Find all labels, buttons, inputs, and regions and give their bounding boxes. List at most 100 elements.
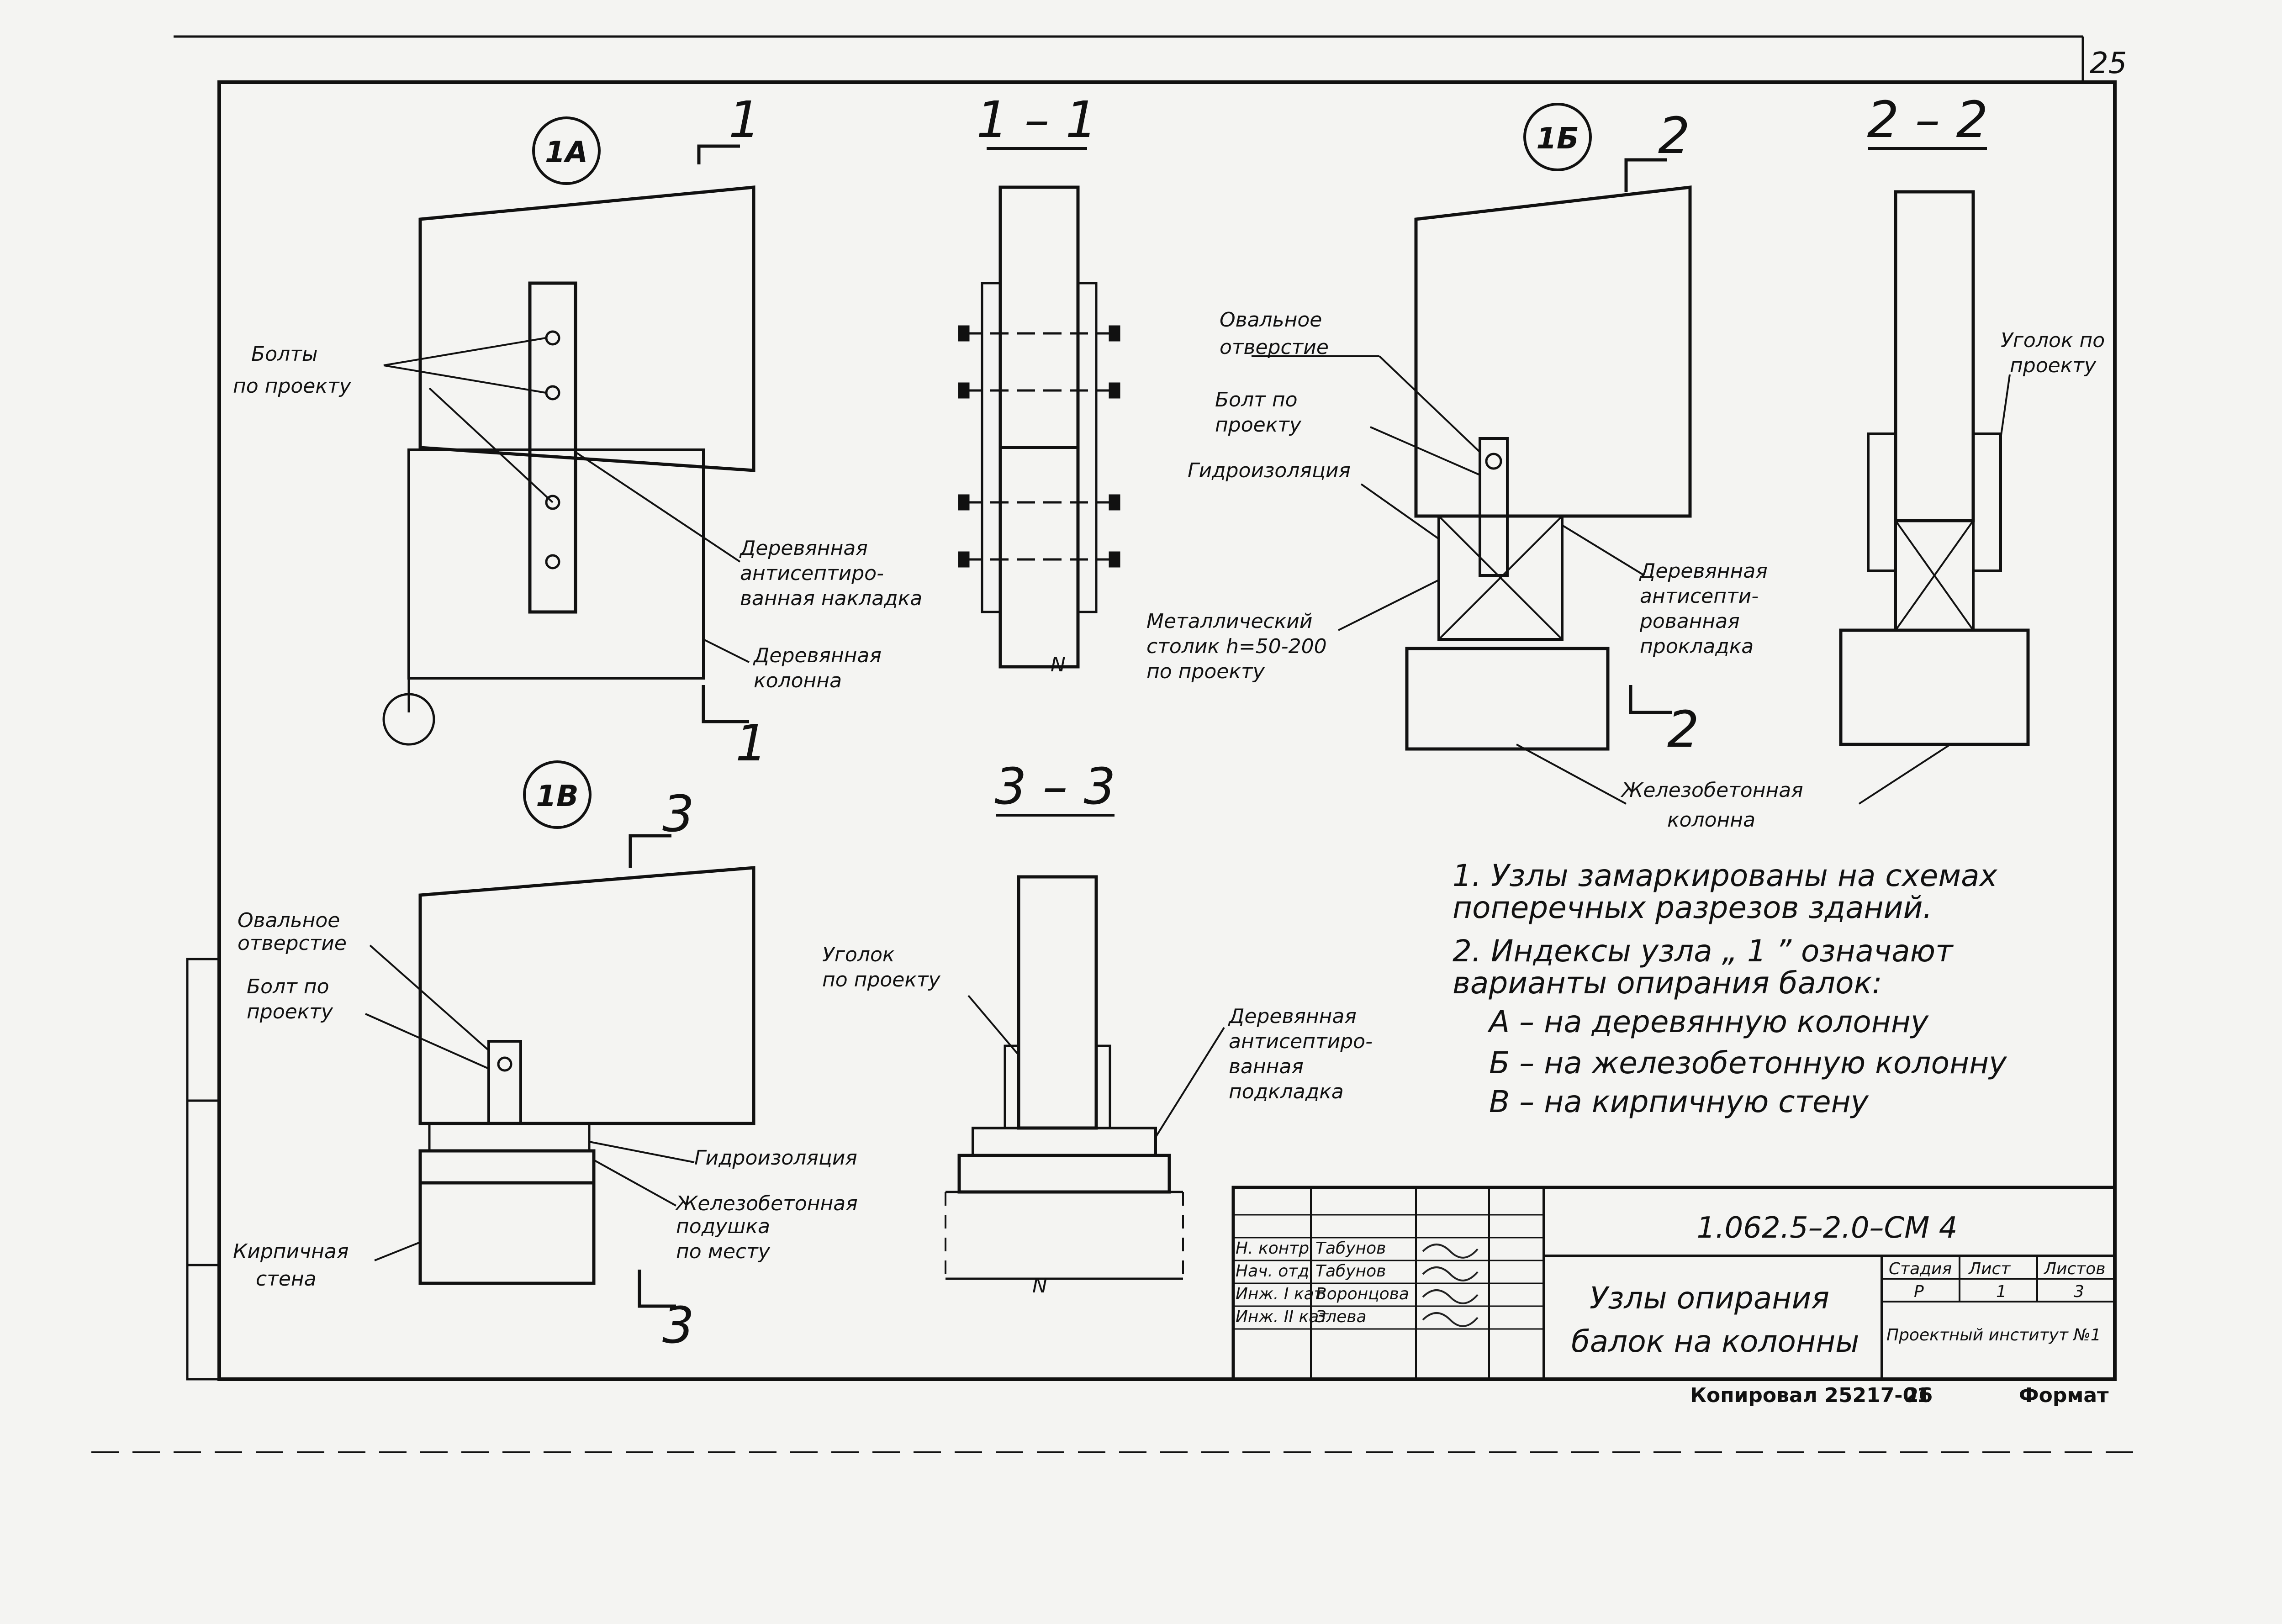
svg-text:колонна: колонна — [754, 669, 842, 692]
note-b: Б – на железобетонную колонну — [1489, 1045, 2007, 1081]
svg-text:ванная накладка: ванная накладка — [740, 587, 922, 610]
svg-text:Металлический: Металлический — [1146, 610, 1313, 633]
page-frame — [91, 35, 2147, 1453]
wooden-column-1a — [407, 448, 705, 680]
note-1a: 1. Узлы замаркированы на схемах — [1453, 858, 1998, 893]
svg-text:3: 3 — [662, 1296, 694, 1355]
svg-text:столик h=50-200: столик h=50-200 — [1146, 635, 1327, 658]
svg-text:Лист: Лист — [1968, 1260, 2011, 1278]
oval-hole-icon — [497, 1056, 512, 1072]
svg-text:Уголок по: Уголок по — [2001, 329, 2105, 352]
drawing-title-2: балок на колонны — [1571, 1324, 1859, 1359]
beam-1a — [418, 185, 755, 472]
notes: 1. Узлы замаркированы на схемах поперечн… — [1453, 858, 2007, 1119]
note-v: В – на кирпичную стену — [1489, 1084, 1869, 1119]
beam-1b — [1414, 185, 1692, 518]
section-mark-1-top: 1 — [697, 90, 761, 164]
signature-rows: Н. контр Табунов Нач. отд Табунов Инж. I… — [1236, 1239, 1409, 1326]
svg-text:проекту: проекту — [247, 1000, 333, 1023]
svg-text:отверстие: отверстие — [1220, 336, 1329, 359]
svg-text:подкладка: подкладка — [1229, 1080, 1344, 1103]
svg-text:по проекту: по проекту — [233, 374, 352, 398]
bolt-row-icons — [958, 325, 1120, 568]
svg-text:Табунов: Табунов — [1315, 1239, 1386, 1258]
svg-text:Табунов: Табунов — [1315, 1262, 1386, 1281]
wooden-pad-1a[interactable] — [528, 281, 577, 614]
svg-text:отверстие: отверстие — [238, 932, 347, 955]
svg-text:Формат: Формат — [2019, 1384, 2109, 1407]
svg-text:Нач. отд: Нач. отд — [1236, 1262, 1309, 1281]
section-3-3: 3 – 3 Уголок по проекту Деревянная антис… — [822, 757, 1373, 1297]
title-block: 1.062.5–2.0–СМ 4 Узлы опирания балок на … — [1231, 1186, 2117, 1381]
svg-text:Р: Р — [1914, 1282, 1924, 1301]
page-number: 25 — [2090, 47, 2127, 80]
section-mark-2-bottom: 2 — [1629, 685, 1699, 759]
svg-text:Злева: Злева — [1315, 1308, 1367, 1326]
svg-text:2: 2 — [1667, 700, 1699, 759]
svg-text:ванная: ванная — [1229, 1055, 1304, 1078]
svg-text:Уголок: Уголок — [822, 943, 895, 966]
section-mark-1-bottom: 1 — [702, 685, 767, 772]
svg-text:3: 3 — [662, 785, 694, 843]
axis-marker-icon — [382, 693, 435, 746]
rc-cushion — [418, 1149, 596, 1185]
steel-table — [1437, 515, 1564, 641]
node-1v: 1В 3 Овальное отверстие Болт по проекту … — [233, 760, 858, 1355]
svg-text:прокладка: прокладка — [1640, 635, 1754, 658]
section-mark-3-bottom: 3 — [638, 1270, 694, 1355]
svg-text:Овальное: Овальное — [1220, 308, 1322, 332]
footer-stamp: Копировал 25217-01 26 Формат — [1690, 1384, 2109, 1407]
signatures — [1422, 1244, 1479, 1327]
section-title-3-3: 3 – 3 — [995, 757, 1116, 816]
section-mark-2-top: 2 — [1624, 106, 1690, 192]
svg-text:Болты: Болты — [251, 343, 318, 366]
rc-column-1b — [1405, 647, 1610, 751]
bolt-icons-1a — [545, 330, 560, 569]
section-mark-3-top: 3 — [629, 785, 694, 868]
drawing-code: 1.062.5–2.0–СМ 4 — [1696, 1211, 1957, 1245]
brick-wall — [418, 1181, 596, 1285]
svg-text:Железобетонная: Железобетонная — [675, 1192, 858, 1215]
svg-text:1: 1 — [729, 90, 761, 149]
svg-text:Кирпичная: Кирпичная — [233, 1240, 349, 1263]
oval-hole-icon — [1485, 453, 1502, 470]
note-1b: поперечных разрезов зданий. — [1453, 890, 1932, 925]
svg-text:Копировал 25217-01: Копировал 25217-01 — [1690, 1384, 1931, 1407]
svg-text:Гидроизоляция: Гидроизоляция — [694, 1146, 857, 1170]
svg-text:Деревянная: Деревянная — [739, 537, 868, 560]
svg-text:Железобетонная: Железобетонная — [1620, 779, 1803, 802]
svg-text:Стадия: Стадия — [1889, 1260, 1952, 1278]
svg-text:N: N — [1051, 653, 1066, 676]
svg-text:стена: стена — [256, 1267, 317, 1291]
node-label-1v: 1В — [536, 780, 578, 813]
svg-text:по проекту: по проекту — [822, 968, 941, 991]
svg-text:Деревянная: Деревянная — [1228, 1005, 1357, 1028]
node-label-1a: 1А — [545, 136, 588, 169]
node-1b: 1Б 2 Овальное отверстие Болт по проекту … — [1146, 103, 1951, 832]
svg-text:Овальное: Овальное — [238, 909, 340, 932]
svg-text:1: 1 — [735, 714, 767, 772]
org-name: Проектный институт №1 — [1886, 1326, 2101, 1345]
section-title-2-2: 2 – 2 — [1867, 90, 1988, 149]
drawing-title-1: Узлы опирания — [1590, 1281, 1829, 1316]
svg-text:по месту: по месту — [676, 1240, 771, 1263]
svg-text:по проекту: по проекту — [1146, 660, 1265, 683]
svg-text:проекту: проекту — [1215, 413, 1302, 437]
node-marker-1v — [523, 760, 592, 829]
svg-text:Листов: Листов — [2043, 1260, 2105, 1278]
svg-text:Инж. II кат: Инж. II кат — [1236, 1308, 1329, 1326]
svg-text:Деревянная: Деревянная — [1639, 559, 1768, 583]
svg-text:1: 1 — [1996, 1282, 2007, 1301]
node-1a: 1А 1 Болты по проекту Деревянная антисеп… — [233, 90, 922, 772]
svg-text:N: N — [1032, 1274, 1047, 1297]
section-title-1-1: 1 – 1 — [977, 90, 1098, 149]
svg-text:Болт по: Болт по — [247, 975, 329, 998]
svg-text:антисептиро-: антисептиро- — [1229, 1030, 1373, 1053]
svg-text:антисептиро-: антисептиро- — [740, 562, 884, 585]
svg-text:2: 2 — [1658, 106, 1690, 165]
svg-text:рованная: рованная — [1639, 610, 1740, 633]
svg-text:Инж. I кат: Инж. I кат — [1236, 1285, 1324, 1303]
node-marker-1b — [1523, 103, 1592, 171]
section-1-1: 1 – 1 N — [958, 90, 1120, 676]
